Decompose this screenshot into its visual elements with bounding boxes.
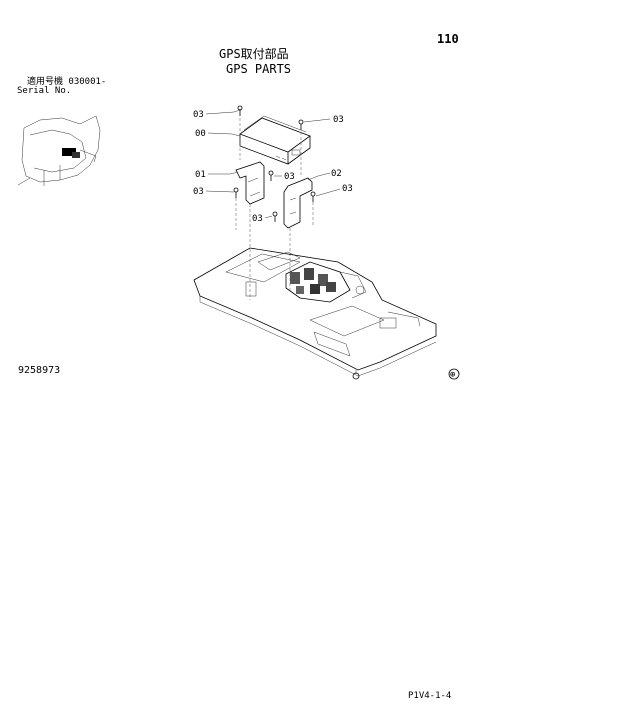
assembly-lines [235,118,314,300]
figure-number: 9258973 [18,365,61,376]
callout-label: 03 [193,110,204,120]
stamp-symbol: ⊕ [450,370,455,380]
callout-label: 03 [284,172,295,182]
callout-label: 03 [252,214,263,224]
callout-leaders [205,109,341,219]
callout-label: 03 [333,115,344,125]
page-title-japanese: GPS取付部品 [219,47,289,61]
page-title-english: GPS PARTS [226,62,292,76]
serial-label-english: Serial No. [17,86,72,96]
page-number: 110 [437,32,459,46]
bracket-right [283,177,313,229]
callout-label: 02 [331,169,342,179]
base-plate [193,247,437,380]
valve-cluster [285,261,367,303]
stamp-icon: ⊕ [448,368,460,380]
gps-unit [239,115,311,165]
callout-label: 00 [195,129,206,139]
serial-label-japanese: 適用号機 030001- [27,77,107,87]
machine-thumbnail [17,115,101,186]
callout-label: 01 [195,170,206,180]
reference-code: P1V4-1-4 [408,691,452,701]
callout-label: 03 [193,187,204,197]
bracket-left [235,161,265,205]
callout-label: 03 [342,184,353,194]
bolt-icons [233,105,316,222]
